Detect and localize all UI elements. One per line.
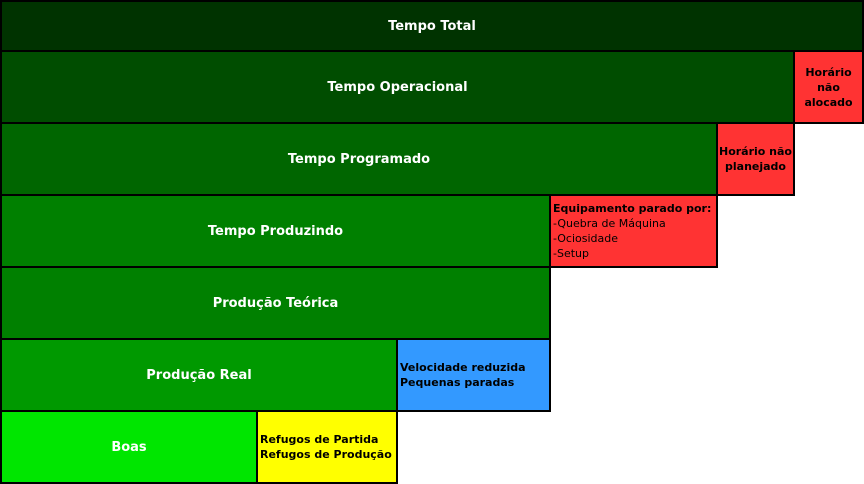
- producao-teorica-label: Produção Teórica: [212, 295, 339, 311]
- refugos-line-2: Refugos de Produção: [260, 448, 392, 461]
- tempo-programado-block: Tempo Programado: [0, 122, 718, 196]
- horario-nao-alocado-line-3: alocado: [804, 95, 853, 109]
- equipamento-parado-item-ociosidade: -Ociosidade: [553, 232, 619, 245]
- horario-nao-alocado-line-2: não: [817, 80, 840, 94]
- boas-block: Boas: [0, 410, 258, 484]
- tempo-total-block: Tempo Total: [0, 0, 864, 52]
- producao-real-label: Produção Real: [146, 367, 252, 383]
- producao-real-block: Produção Real: [0, 338, 398, 412]
- equipamento-parado-item-quebra: -Quebra de Máquina: [553, 217, 666, 230]
- equipamento-parado-title: Equipamento parado por:: [553, 202, 712, 215]
- velocidade-reduzida-line-2: Pequenas paradas: [400, 376, 515, 389]
- boas-label: Boas: [111, 439, 147, 455]
- horario-nao-planejado-line-2: planejado: [725, 160, 786, 173]
- horario-nao-alocado-block: Horário não alocado: [793, 50, 864, 124]
- refugos-block: Refugos de Partida Refugos de Produção: [256, 410, 398, 484]
- horario-nao-planejado-line-1: Horário não: [718, 145, 792, 158]
- velocidade-reduzida-line-1: Velocidade reduzida: [400, 361, 526, 374]
- tempo-produzindo-label: Tempo Produzindo: [207, 223, 344, 239]
- refugos-line-1: Refugos de Partida: [260, 433, 379, 446]
- equipamento-parado-block: Equipamento parado por: -Quebra de Máqui…: [549, 194, 718, 268]
- tempo-produzindo-block: Tempo Produzindo: [0, 194, 551, 268]
- tempo-total-label: Tempo Total: [388, 18, 476, 34]
- tempo-operacional-label: Tempo Operacional: [327, 79, 468, 95]
- equipamento-parado-item-setup: -Setup: [553, 247, 589, 260]
- horario-nao-alocado-line-1: Horário: [805, 65, 852, 79]
- velocidade-reduzida-block: Velocidade reduzida Pequenas paradas: [396, 338, 551, 412]
- tempo-operacional-block: Tempo Operacional: [0, 50, 795, 124]
- horario-nao-planejado-block: Horário não planejado: [716, 122, 795, 196]
- producao-teorica-block: Produção Teórica: [0, 266, 551, 340]
- tempo-programado-label: Tempo Programado: [287, 151, 431, 167]
